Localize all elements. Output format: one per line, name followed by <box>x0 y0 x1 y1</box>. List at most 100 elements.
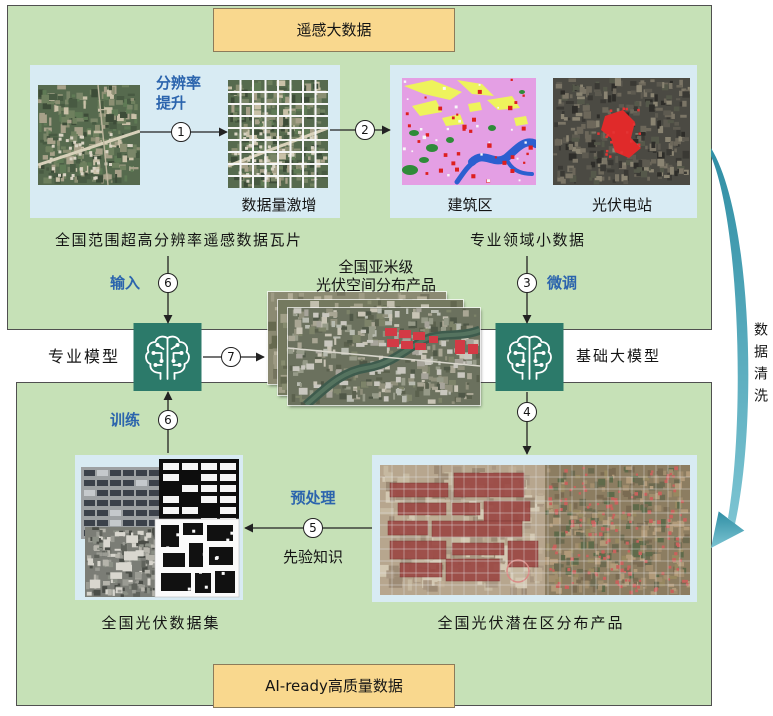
texture-patch <box>554 563 562 572</box>
building <box>70 136 74 140</box>
texture-patch <box>388 350 394 354</box>
building <box>96 169 100 173</box>
texture-patch <box>296 349 305 356</box>
texture-patch <box>323 359 326 367</box>
texture-patch <box>595 584 599 589</box>
pv-potential-point <box>615 580 619 584</box>
texture-patch <box>453 466 462 478</box>
pv-station-image <box>553 78 690 185</box>
texture-patch <box>266 98 273 106</box>
texture-patch <box>443 317 449 326</box>
texture-patch <box>402 396 407 403</box>
texture-patch <box>56 157 64 164</box>
texture-patch <box>292 333 299 341</box>
texture-patch <box>604 572 610 576</box>
texture-patch <box>669 575 677 579</box>
pv-roof-detection <box>401 341 413 349</box>
building <box>81 141 85 145</box>
pv-potential-point <box>603 556 607 560</box>
building <box>395 376 401 383</box>
texture-patch <box>108 161 116 164</box>
building <box>234 152 238 156</box>
texture-patch <box>638 82 646 86</box>
step-6-input-badge: 6 <box>158 273 178 293</box>
texture-patch <box>467 373 472 380</box>
texture-patch <box>446 127 449 131</box>
texture-patch <box>667 483 671 489</box>
texture-patch <box>515 577 528 589</box>
texture-patch <box>638 132 646 136</box>
potential-area-label: 全国光伏潜在区分布产品 <box>437 614 625 632</box>
texture-patch <box>626 505 632 513</box>
texture-patch <box>650 79 655 83</box>
texture-patch <box>634 101 640 107</box>
texture-patch <box>572 105 578 114</box>
texture-patch <box>86 591 92 596</box>
texture-patch <box>230 97 235 104</box>
texture-patch <box>147 578 151 586</box>
texture-patch <box>116 553 123 559</box>
texture-patch <box>124 126 131 130</box>
texture-patch <box>126 580 133 584</box>
texture-patch <box>681 88 687 93</box>
texture-patch <box>438 473 449 480</box>
pv-potential-point <box>565 585 569 589</box>
building <box>270 167 274 171</box>
texture-patch <box>357 311 366 317</box>
texture-patch <box>565 173 573 179</box>
texture-patch <box>60 124 66 133</box>
texture-patch <box>575 112 583 117</box>
texture-patch <box>677 160 682 168</box>
building-mask <box>207 525 233 541</box>
pv-potential-point <box>615 529 618 532</box>
texture-patch <box>75 155 81 164</box>
pv-station-area <box>605 135 608 138</box>
texture-patch <box>667 120 674 124</box>
building <box>298 130 301 134</box>
texture-patch <box>666 163 669 166</box>
texture-patch <box>663 575 671 580</box>
texture-patch <box>95 567 100 571</box>
texture-patch <box>443 366 451 371</box>
texture-patch <box>612 514 620 519</box>
pv-panel <box>149 500 160 506</box>
texture-patch <box>305 83 311 92</box>
building <box>73 140 77 144</box>
texture-patch <box>271 165 279 174</box>
texture-patch <box>568 153 577 161</box>
texture-patch <box>421 365 428 372</box>
pv-class-pixel <box>456 152 461 156</box>
building <box>259 145 263 149</box>
pv-potential-point <box>674 466 678 471</box>
building <box>92 166 96 170</box>
texture-patch <box>380 508 394 515</box>
texture-patch <box>417 382 424 387</box>
texture-patch <box>386 347 390 354</box>
pv-station-area <box>625 131 629 134</box>
vegetation-class-area <box>402 165 418 175</box>
texture-patch <box>600 150 604 158</box>
texture-patch <box>300 402 308 405</box>
texture-patch <box>303 171 308 178</box>
texture-patch <box>590 161 596 168</box>
texture-patch <box>331 321 336 328</box>
texture-patch <box>568 78 576 82</box>
texture-patch <box>679 168 684 174</box>
texture-patch <box>295 164 299 170</box>
texture-patch <box>77 154 83 159</box>
building <box>94 156 98 160</box>
texture-patch <box>634 490 643 499</box>
texture-patch <box>658 125 664 134</box>
texture-patch <box>560 485 565 492</box>
texture-patch <box>642 159 650 168</box>
curved-arrow-icon <box>711 148 749 548</box>
building-classification-map <box>402 78 536 185</box>
texture-patch <box>457 366 465 370</box>
texture-patch <box>147 529 151 535</box>
texture-patch <box>666 116 670 122</box>
building <box>416 308 422 313</box>
texture-patch <box>572 84 575 92</box>
texture-patch <box>234 175 243 181</box>
texture-patch <box>570 127 576 131</box>
texture-patch <box>555 83 563 89</box>
